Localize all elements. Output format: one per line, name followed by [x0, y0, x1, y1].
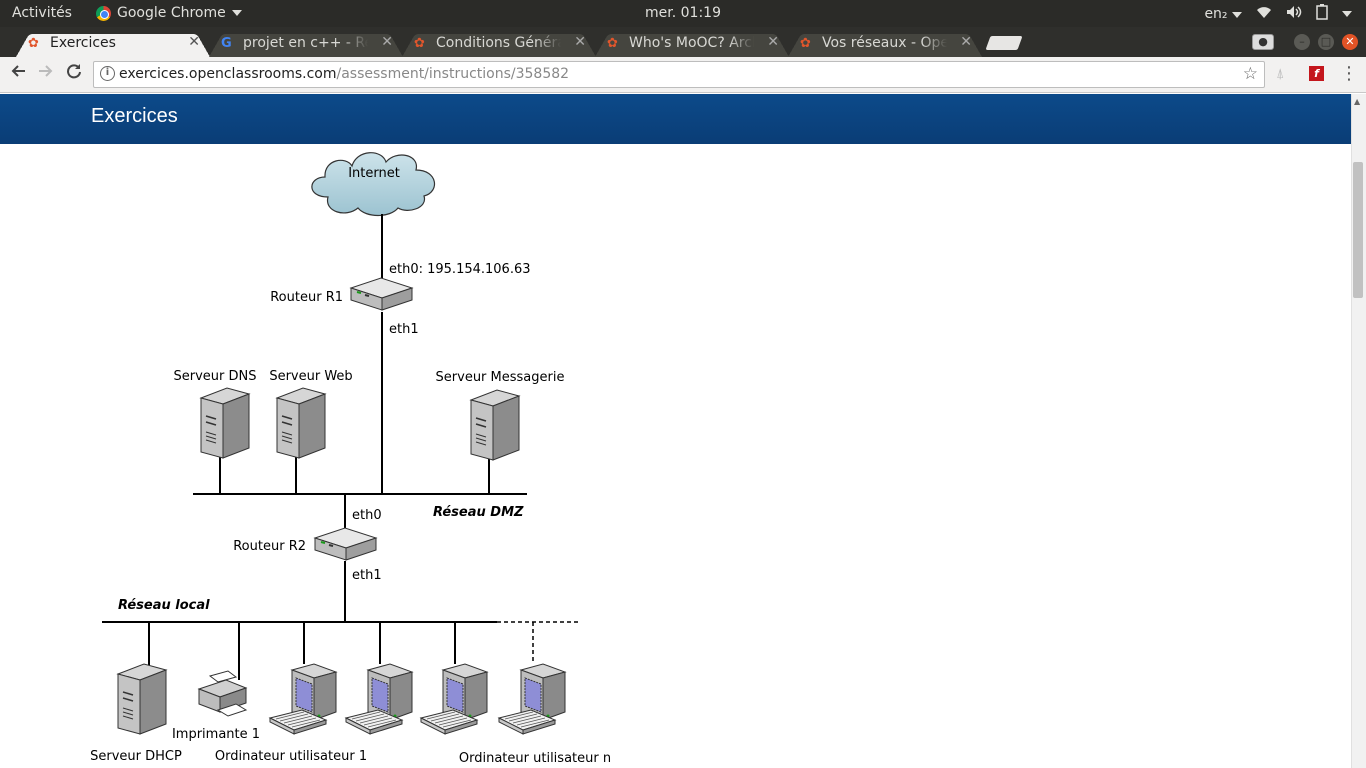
flash-icon[interactable]: f — [1309, 66, 1324, 81]
close-window-button[interactable]: ✕ — [1342, 34, 1358, 50]
system-tray: en₂ — [1204, 4, 1352, 24]
wifi-icon[interactable] — [1256, 5, 1272, 23]
url-host: exercices.openclassrooms.com — [119, 66, 337, 82]
server-web-label: Serveur Web — [269, 369, 352, 384]
router-r1-label: Routeur R1 — [270, 290, 343, 305]
bookmark-star-icon[interactable]: ☆ — [1242, 64, 1258, 84]
address-bar[interactable]: i exercices.openclassrooms.com/assessmen… — [93, 61, 1265, 88]
server-web-icon — [276, 387, 326, 459]
close-icon[interactable]: ✕ — [381, 34, 393, 50]
printer-label: Imprimante 1 — [172, 727, 260, 742]
r1-eth1-label: eth1 — [389, 322, 419, 337]
reload-button[interactable] — [62, 63, 86, 84]
internet-cloud-icon — [311, 152, 435, 217]
extension-icon[interactable]: ⍋ — [1276, 66, 1285, 82]
server-dhcp-icon — [117, 663, 167, 735]
scrollbar-thumb[interactable] — [1353, 162, 1363, 298]
server-dhcp-label: Serveur DHCP — [90, 749, 182, 764]
pc-icon — [345, 663, 413, 735]
keyboard-layout-label: en₂ — [1204, 6, 1228, 22]
browser-toolbar: i exercices.openclassrooms.com/assessmen… — [0, 57, 1366, 93]
pc-icon — [498, 663, 566, 735]
scroll-up-icon[interactable]: ▲ — [1354, 97, 1361, 106]
volume-icon[interactable] — [1286, 5, 1302, 23]
url-path: /assessment/instructions/358582 — [336, 66, 570, 82]
server-mail-icon — [470, 389, 520, 461]
openclassrooms-icon: ✿ — [414, 36, 425, 51]
pc-icon — [269, 663, 337, 735]
system-top-bar: Activités Google Chrome mer. 01:19 en₂ — [0, 0, 1366, 27]
minimize-button[interactable]: – — [1294, 34, 1310, 50]
tab-vos-reseaux[interactable]: ✿ Vos réseaux - OpenClassrooms ✕ — [788, 30, 982, 57]
google-icon: G — [221, 36, 232, 51]
close-icon[interactable]: ✕ — [188, 34, 200, 50]
new-tab-button[interactable] — [985, 36, 1023, 50]
window-controls: ● – □ ✕ — [1252, 34, 1358, 50]
page-banner: Exercices — [0, 94, 1351, 144]
router-r1-icon — [350, 277, 413, 311]
local-network-label: Réseau local — [118, 598, 210, 613]
system-menu-chevron-icon[interactable] — [1342, 11, 1352, 17]
network-diagram: Internet Routeur R1 eth0: 195.154.106.63 — [90, 152, 611, 766]
user-pc-1-label: Ordinateur utilisateur 1 — [215, 749, 367, 764]
page-title: Exercices — [91, 105, 178, 127]
dashed-links — [497, 621, 580, 664]
network-links — [102, 214, 527, 680]
dmz-network-label: Réseau DMZ — [433, 505, 524, 520]
chevron-down-icon — [231, 10, 242, 16]
r2-eth1-label: eth1 — [352, 568, 382, 583]
router-r2-icon — [314, 527, 377, 561]
chrome-menu-icon[interactable]: ⋮ — [1340, 63, 1358, 84]
tab-title: Exercices — [50, 35, 116, 51]
tab-strip: ✿ Exercices ✕ G projet en c++ - Recherch… — [0, 27, 1366, 57]
server-dns-icon — [200, 387, 250, 459]
arrow-left-icon — [11, 65, 25, 77]
close-icon[interactable]: ✕ — [767, 34, 779, 50]
openclassrooms-icon: ✿ — [607, 36, 618, 51]
battery-icon[interactable] — [1316, 4, 1328, 24]
close-icon[interactable]: ✕ — [960, 34, 972, 50]
pc-icon — [420, 663, 488, 735]
tab-whos-mooc[interactable]: ✿ Who's MoOC? Archives ✕ — [595, 30, 789, 57]
maximize-button[interactable]: □ — [1318, 34, 1334, 50]
arrow-right-icon — [39, 65, 53, 77]
tab-exercices[interactable]: ✿ Exercices ✕ — [16, 30, 210, 57]
reload-icon — [67, 64, 81, 79]
info-icon[interactable]: i — [100, 66, 115, 81]
close-icon[interactable]: ✕ — [574, 34, 586, 50]
tab-conditions[interactable]: ✿ Conditions Générales ✕ — [402, 30, 596, 57]
forward-button[interactable] — [34, 63, 58, 84]
openclassrooms-icon: ✿ — [28, 36, 39, 51]
page-content: Exercices — [0, 94, 1366, 768]
activities-button[interactable]: Activités — [12, 5, 72, 21]
chrome-icon — [96, 5, 111, 21]
app-name: Google Chrome — [117, 5, 226, 21]
app-menu[interactable]: Google Chrome — [96, 5, 242, 21]
chevron-down-icon — [1232, 12, 1242, 18]
tab-title: projet en c++ - Recherche Google — [243, 35, 368, 51]
r2-eth0-label: eth0 — [352, 508, 382, 523]
server-mail-label: Serveur Messagerie — [436, 370, 565, 385]
url-text: exercices.openclassrooms.com/assessment/… — [119, 66, 569, 82]
server-dns-label: Serveur DNS — [174, 369, 257, 384]
profile-icon[interactable]: ● — [1252, 34, 1274, 50]
tab-title: Vos réseaux - OpenClassrooms — [822, 35, 947, 51]
tab-title: Conditions Générales — [436, 35, 561, 51]
back-button[interactable] — [6, 63, 30, 84]
openclassrooms-icon: ✿ — [800, 36, 811, 51]
tab-google-search[interactable]: G projet en c++ - Recherche Google ✕ — [209, 30, 403, 57]
r1-eth0-label: eth0: 195.154.106.63 — [389, 262, 531, 277]
router-r2-label: Routeur R2 — [233, 539, 306, 554]
internet-label: Internet — [348, 166, 400, 181]
tab-title: Who's MoOC? Archives — [629, 35, 754, 51]
user-pc-n-label: Ordinateur utilisateur n — [459, 751, 611, 766]
keyboard-layout[interactable]: en₂ — [1204, 6, 1242, 22]
printer-icon — [197, 670, 248, 717]
